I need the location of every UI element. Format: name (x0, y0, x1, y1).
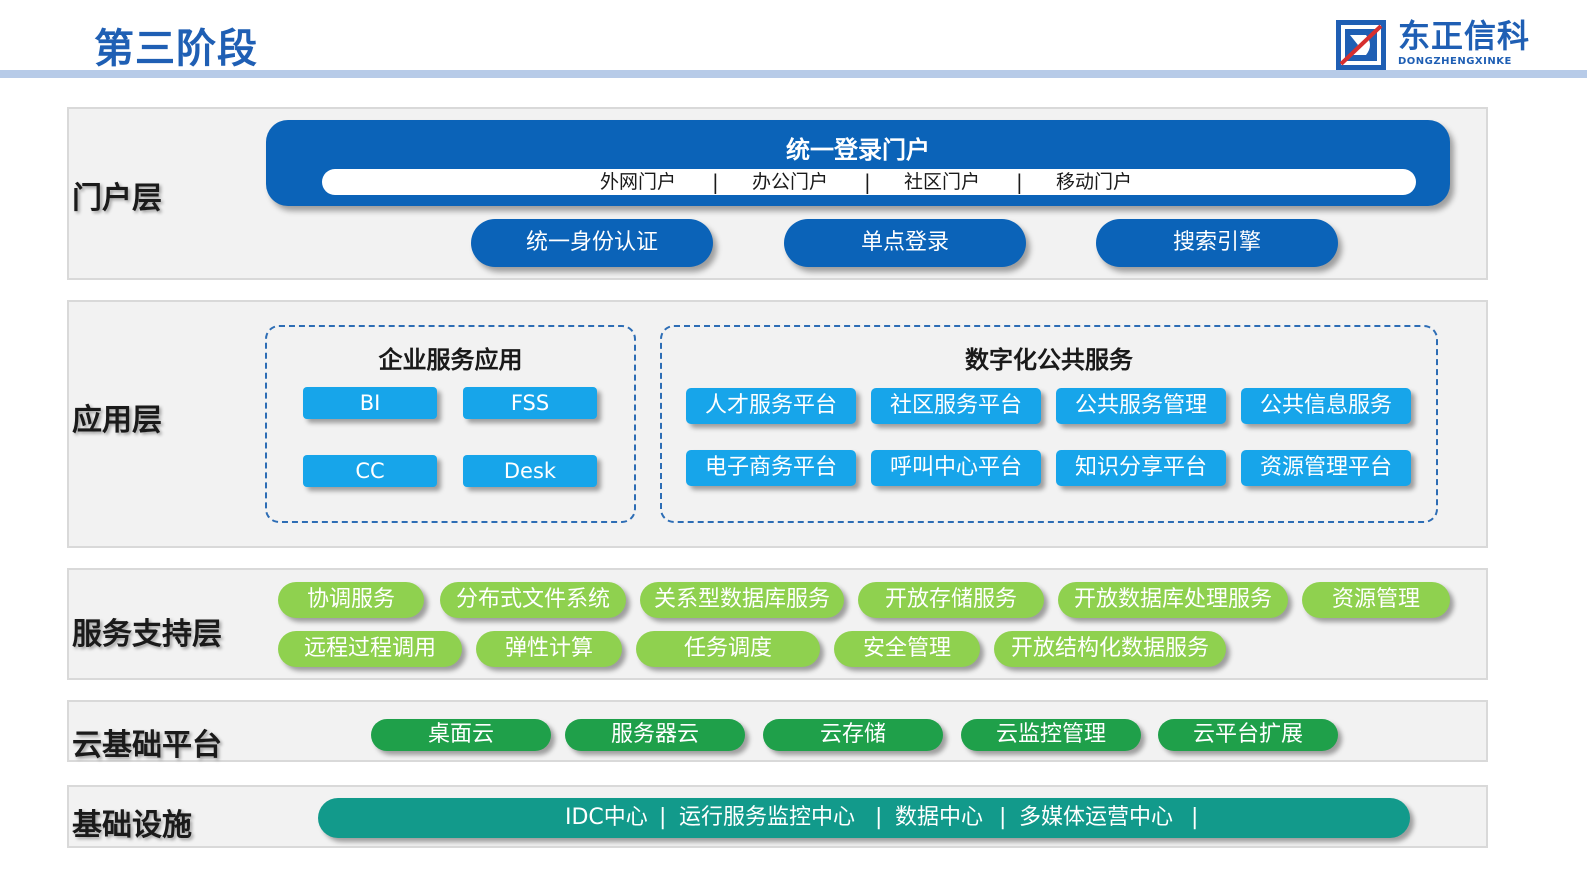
talent-service-button[interactable]: 人才服务平台 (686, 388, 856, 424)
separator: | (864, 170, 871, 194)
separator: | (875, 805, 883, 830)
public-services-group (660, 325, 1438, 523)
separator: | (1016, 170, 1023, 194)
sub-portal-office[interactable]: 办公门户 (752, 171, 829, 193)
logo-mark-icon (1336, 20, 1386, 70)
app-bi-button[interactable]: BI (303, 387, 437, 419)
knowledge-share-button[interactable]: 知识分享平台 (1056, 450, 1226, 486)
separator: | (712, 170, 719, 194)
public-service-mgmt-button[interactable]: 公共服务管理 (1056, 388, 1226, 424)
ecommerce-button[interactable]: 电子商务平台 (686, 450, 856, 486)
cloud-monitor-button[interactable]: 云监控管理 (961, 719, 1141, 751)
task-scheduling-button[interactable]: 任务调度 (636, 631, 820, 667)
public-services-title: 数字化公共服务 (965, 346, 1133, 374)
application-layer-panel (67, 300, 1488, 548)
sub-portal-mobile[interactable]: 移动门户 (1056, 171, 1133, 193)
logo-name: 东正信科 (1398, 17, 1531, 55)
separator: | (659, 805, 667, 830)
server-cloud-button[interactable]: 服务器云 (565, 719, 745, 751)
security-mgmt-button[interactable]: 安全管理 (834, 631, 980, 667)
sub-portal-community[interactable]: 社区门户 (904, 171, 981, 193)
ops-monitor-center[interactable]: 运行服务监控中心 (679, 805, 856, 830)
open-db-processing-button[interactable]: 开放数据库处理服务 (1058, 582, 1288, 618)
enterprise-apps-group (265, 325, 636, 523)
app-cc-button[interactable]: CC (303, 455, 437, 487)
cloud-extension-button[interactable]: 云平台扩展 (1158, 719, 1338, 751)
multimedia-ops-center[interactable]: 多媒体运营中心 (1019, 805, 1174, 830)
search-engine-button[interactable]: 搜索引擎 (1096, 219, 1338, 267)
cloud-storage-button[interactable]: 云存储 (763, 719, 943, 751)
resource-mgmt-platform-button[interactable]: 资源管理平台 (1241, 450, 1411, 486)
infrastructure-bar: IDC中心 | 运行服务监控中心 | 数据中心 | 多媒体运营中心 | (318, 798, 1410, 838)
structured-data-button[interactable]: 开放结构化数据服务 (994, 631, 1226, 667)
idc-center[interactable]: IDC中心 (565, 805, 648, 830)
company-logo: 东正信科 DONGZHENGXINKE (1336, 18, 1551, 70)
unified-portal-title: 统一登录门户 (786, 136, 930, 164)
open-storage-button[interactable]: 开放存储服务 (858, 582, 1044, 618)
app-desk-button[interactable]: Desk (463, 455, 597, 487)
relational-db-button[interactable]: 关系型数据库服务 (640, 582, 844, 618)
data-center[interactable]: 数据中心 (895, 805, 984, 830)
elastic-compute-button[interactable]: 弹性计算 (476, 631, 622, 667)
logo-subtitle: DONGZHENGXINKE (1398, 56, 1512, 67)
community-service-button[interactable]: 社区服务平台 (871, 388, 1041, 424)
application-layer-label: 应用层 (72, 403, 162, 438)
rpc-button[interactable]: 远程过程调用 (278, 631, 462, 667)
unified-portal-bar[interactable]: 统一登录门户 外网门户 | 办公门户 | 社区门户 | 移动门户 (266, 120, 1450, 206)
resource-management-button[interactable]: 资源管理 (1302, 582, 1450, 618)
identity-auth-button[interactable]: 统一身份认证 (471, 219, 713, 267)
app-fss-button[interactable]: FSS (463, 387, 597, 419)
enterprise-apps-title: 企业服务应用 (378, 346, 523, 374)
sub-portal-strip: 外网门户 | 办公门户 | 社区门户 | 移动门户 (322, 169, 1416, 195)
distributed-fs-button[interactable]: 分布式文件系统 (440, 582, 626, 618)
infra-layer-label: 基础设施 (72, 808, 192, 843)
separator: | (999, 805, 1007, 830)
call-center-button[interactable]: 呼叫中心平台 (871, 450, 1041, 486)
portal-layer-label: 门户层 (72, 181, 162, 216)
public-info-service-button[interactable]: 公共信息服务 (1241, 388, 1411, 424)
cloud-layer-label: 云基础平台 (72, 728, 222, 763)
separator: | (1191, 805, 1199, 830)
coordination-service-button[interactable]: 协调服务 (278, 582, 424, 618)
page-title: 第三阶段 (94, 26, 258, 72)
header-divider (0, 70, 1587, 78)
single-sign-on-button[interactable]: 单点登录 (784, 219, 1026, 267)
desktop-cloud-button[interactable]: 桌面云 (371, 719, 551, 751)
service-layer-label: 服务支持层 (72, 617, 222, 652)
sub-portal-external[interactable]: 外网门户 (600, 171, 677, 193)
